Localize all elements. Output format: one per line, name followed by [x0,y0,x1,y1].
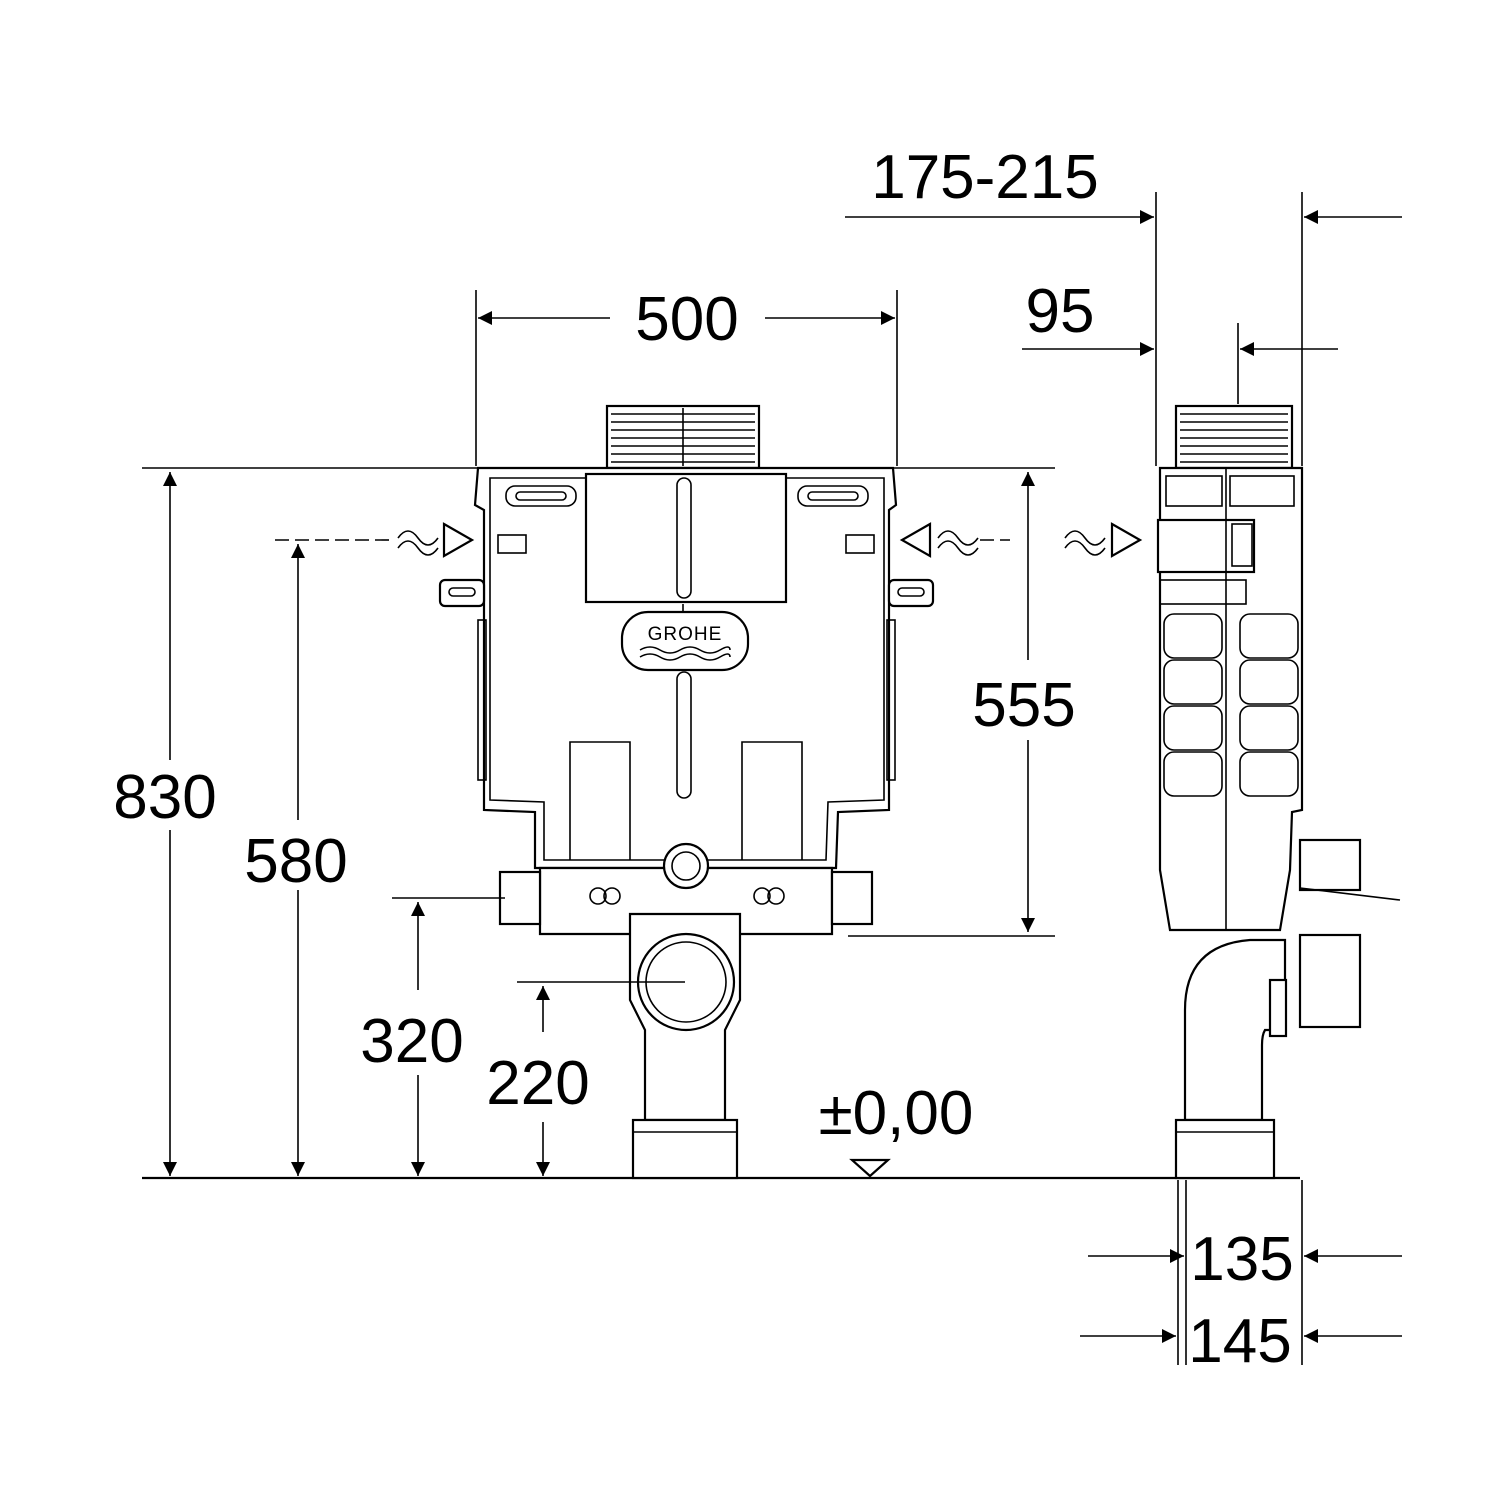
dim-95: 95 [1022,277,1338,404]
dim-label-95: 95 [1026,277,1095,346]
dim-580: 580 [244,544,348,1176]
dim-label-830: 830 [113,763,216,832]
dim-label-580: 580 [244,827,347,896]
dim-830: 830 [113,467,1055,1176]
dim-label-555: 555 [972,671,1075,740]
dim-220: 220 [486,981,685,1176]
floor-level-label: ±0,00 [819,1079,974,1148]
dim-145: 145 [1080,1180,1402,1376]
front-view: GROHE [438,404,935,1180]
side-view [1156,404,1401,1180]
dim-320: 320 [360,897,505,1176]
grohe-logo: GROHE [620,610,750,672]
dim-label-500: 500 [635,285,738,354]
dim-175-215: 175-215 [845,143,1402,466]
dim-label-320: 320 [360,1007,463,1076]
dim-label-220: 220 [486,1049,589,1118]
dim-label-floor: ±0,00 [819,1079,974,1148]
dim-555: 555 [848,472,1076,937]
dim-label-145: 145 [1188,1307,1291,1376]
dim-label-175-215: 175-215 [871,143,1099,212]
water-inlet-side [1064,522,1143,558]
water-inlet-right [899,522,1010,558]
water-inlet-left [275,522,475,558]
dim-label-135: 135 [1190,1225,1293,1294]
svg-text:GROHE: GROHE [648,624,723,645]
dim-500: 500 [475,285,898,466]
dim-135: 135 [1088,1180,1402,1365]
